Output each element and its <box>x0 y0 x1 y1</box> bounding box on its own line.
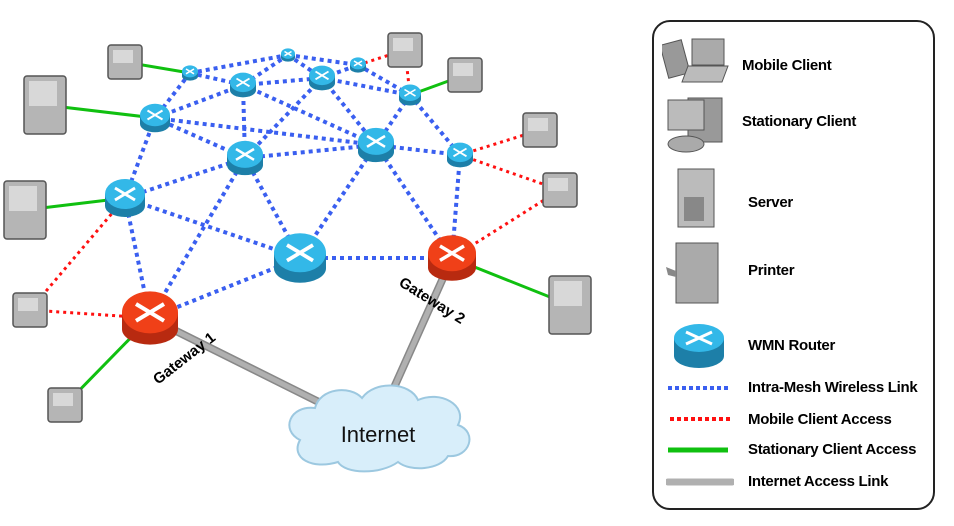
intra-mesh-link <box>189 71 244 87</box>
mobile-client-access-link <box>29 308 151 320</box>
intra-mesh-link <box>242 83 377 147</box>
intra-mesh-link <box>375 143 461 157</box>
stationary-client-device <box>107 44 143 80</box>
intra-mesh-link <box>244 143 377 160</box>
legend-label-mobile-access: Mobile Client Access <box>748 411 892 428</box>
router-arrows-icon <box>439 244 465 262</box>
legend-label-stationary-access: Stationary Client Access <box>748 441 917 458</box>
intra-mesh-link <box>154 116 377 147</box>
grey-line-icon <box>666 478 734 486</box>
intra-mesh-link <box>241 53 290 87</box>
intra-mesh-link <box>148 156 247 320</box>
intra-mesh-link <box>189 53 289 75</box>
server-icon <box>677 168 715 228</box>
green-line-icon <box>668 447 728 453</box>
legend-label-mobile-client: Mobile Client <box>742 57 832 74</box>
wmn-router <box>230 72 256 98</box>
gateway-router <box>428 235 476 281</box>
router-arrows-icon <box>286 243 314 263</box>
router-arrows-icon <box>404 88 416 97</box>
wmn-router <box>274 233 326 283</box>
printer-icon <box>666 242 719 304</box>
intra-mesh-link <box>450 154 462 259</box>
mobile-client-device <box>522 112 558 148</box>
devices-layer <box>3 32 592 423</box>
stationary-client-icon <box>667 97 723 153</box>
server-device <box>548 275 592 335</box>
wmn-router <box>358 127 394 163</box>
mobile-client-icon <box>662 38 729 83</box>
intra-mesh-link <box>321 63 359 80</box>
red-dotted-line-icon <box>670 417 730 421</box>
blue-dotted-line-icon <box>668 386 728 390</box>
mobile-client-device <box>12 292 48 328</box>
server-device <box>3 180 47 240</box>
router-arrows-icon <box>114 186 136 202</box>
router-arrows-icon <box>134 302 166 323</box>
wmn-router <box>182 65 198 81</box>
wmn-router <box>227 140 263 176</box>
legend: Mobile Client Stationary Client Server P… <box>652 20 935 510</box>
router-arrows-icon <box>366 134 386 148</box>
gateway-2-label: Gateway 2 <box>396 274 468 328</box>
intra-mesh-link <box>320 76 378 147</box>
router-arrows-icon <box>315 70 329 81</box>
router-arrows-icon <box>453 147 467 158</box>
intra-mesh-link <box>321 76 411 97</box>
router-icon <box>674 324 724 368</box>
mobile-client-device <box>387 32 423 68</box>
router-arrows-icon <box>353 60 363 67</box>
wmn-router <box>447 142 473 168</box>
legend-label-server: Server <box>748 194 793 211</box>
legend-label-internet-link: Internet Access Link <box>748 473 889 490</box>
wmn-router <box>105 179 145 217</box>
wmn-router <box>281 48 295 62</box>
intra-mesh-link <box>124 156 246 200</box>
wmn-router <box>140 103 170 133</box>
gateway-router <box>122 291 178 345</box>
router-arrows-icon <box>146 109 164 121</box>
legend-label-wmn-router: WMN Router <box>748 337 835 354</box>
internet-cloud: Internet <box>288 384 471 473</box>
intra-mesh-link <box>153 71 192 120</box>
stationary-client-device <box>47 387 83 423</box>
routers-layer <box>105 48 476 345</box>
stationary-client-device <box>447 57 483 93</box>
router-arrows-icon <box>235 147 255 161</box>
intra-mesh-link <box>287 53 359 67</box>
router-arrows-icon <box>284 50 292 57</box>
intra-mesh-link <box>124 196 301 260</box>
mobile-client-device <box>542 172 578 208</box>
legend-label-printer: Printer <box>748 262 795 279</box>
legend-label-stationary-client: Stationary Client <box>742 113 857 130</box>
wmn-router <box>399 84 421 106</box>
intra-mesh-link <box>242 76 323 87</box>
router-arrows-icon <box>236 77 250 88</box>
intra-mesh-link <box>243 157 302 259</box>
wmn-router <box>309 65 335 91</box>
wmn-router <box>350 57 366 73</box>
internet-label: Internet <box>341 422 416 447</box>
legend-label-intra-mesh: Intra-Mesh Wireless Link <box>748 379 918 396</box>
router-arrows-icon <box>185 68 195 75</box>
intra-mesh-link <box>243 76 324 160</box>
printer-device <box>23 75 67 135</box>
intra-mesh-link <box>123 117 157 199</box>
